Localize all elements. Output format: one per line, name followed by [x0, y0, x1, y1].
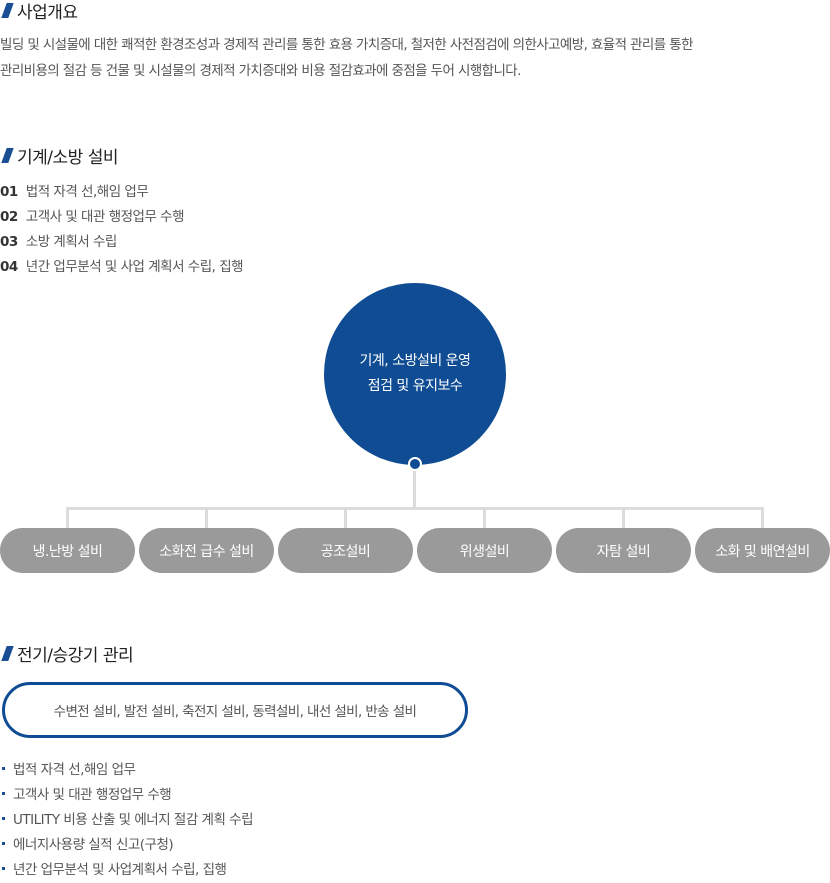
list-item: 02 고객사 및 대관 행정업무 수행: [0, 205, 243, 230]
branch-hydrant: 소화전 급수 설비: [139, 528, 274, 573]
item-text: 년간 업무분석 및 사업계획서 수립, 집행: [13, 862, 227, 878]
bullet-icon: [2, 842, 5, 845]
list-item: 년간 업무분석 및 사업계획서 수립, 집행: [0, 858, 253, 883]
item-text: 에너지사용량 실적 신고(구청): [13, 837, 174, 853]
connector-drop: [66, 507, 69, 529]
center-circle: 기계, 소방설비 운영 점검 및 유지보수: [324, 283, 506, 465]
overview-line-2: 관리비용의 절감 등 건물 및 시설물의 경제적 가치증대와 비용 절감효과에 …: [0, 63, 521, 79]
item-text: 년간 업무분석 및 사업 계획서 수립, 집행: [25, 259, 244, 275]
center-line-2: 점검 및 유지보수: [367, 378, 463, 394]
connector-drop: [622, 507, 625, 529]
electrical-title: 전기/승강기 관리: [17, 646, 134, 666]
overview-title: 사업개요: [17, 3, 78, 23]
mechanical-task-list: 01 법적 자격 선,해임 업무 02 고객사 및 대관 행정업무 수행 03 소방 …: [0, 180, 244, 280]
bullet-icon: [2, 792, 5, 795]
list-item: 고객사 및 대관 행정업무 수행: [0, 783, 253, 808]
overview-line-1: 빌딩 및 시설물에 대한 쾌적한 환경조성과 경제적 관리를 통한 효용 가치증…: [0, 37, 694, 53]
bullet-icon: [2, 767, 5, 770]
overview-text: 빌딩 및 시설물에 대한 쾌적한 환경조성과 경제적 관리를 통한 효용 가치증…: [0, 32, 830, 84]
mechanical-heading: 기계/소방 설비: [0, 143, 118, 168]
item-number: 01: [0, 184, 18, 200]
bullet-icon: [2, 867, 5, 870]
item-text: 고객사 및 대관 행정업무 수행: [13, 787, 172, 803]
slash-icon: [1, 148, 14, 163]
connector-drop: [483, 507, 486, 529]
item-number: 04: [0, 259, 18, 275]
item-number: 02: [0, 209, 18, 225]
center-line-1: 기계, 소방설비 운영: [359, 353, 471, 369]
connector-trunk: [413, 465, 416, 508]
bullet-icon: [2, 817, 5, 820]
branch-hvac: 냉.난방 설비: [0, 528, 135, 573]
mechanical-title: 기계/소방 설비: [17, 148, 118, 168]
branch-smoke-exhaust: 소화 및 배연설비: [695, 528, 830, 573]
electrical-scope-box: 수변전 설비, 발전 설비, 축전지 설비, 동력설비, 내선 설비, 반송 설…: [2, 682, 468, 738]
item-text: 법적 자격 선,해임 업무: [13, 762, 136, 778]
slash-icon: [1, 646, 14, 661]
connector-dot: [408, 457, 422, 471]
item-text: UTILITY 비용 산출 및 에너지 절감 계획 수립: [13, 812, 254, 828]
list-item: 에너지사용량 실적 신고(구청): [0, 833, 253, 858]
item-number: 03: [0, 234, 18, 250]
slash-icon: [1, 3, 14, 18]
connector-horizontal: [66, 507, 764, 510]
connector-drop: [344, 507, 347, 529]
list-item: 01 법적 자격 선,해임 업무: [0, 180, 243, 205]
list-item: UTILITY 비용 산출 및 에너지 절감 계획 수립: [0, 808, 254, 833]
branch-fire-detection: 자탐 설비: [556, 528, 691, 573]
list-item: 04 년간 업무분석 및 사업 계획서 수립, 집행: [0, 255, 244, 280]
item-text: 소방 계획서 수립: [25, 234, 118, 250]
list-item: 03 소방 계획서 수립: [0, 230, 243, 255]
electrical-task-list: 법적 자격 선,해임 업무 고객사 및 대관 행정업무 수행 UTILITY 비…: [0, 758, 254, 883]
item-text: 법적 자격 선,해임 업무: [25, 184, 149, 200]
branch-air-conditioning: 공조설비: [278, 528, 413, 573]
electrical-heading: 전기/승강기 관리: [0, 641, 134, 666]
overview-heading: 사업개요: [0, 0, 78, 23]
list-item: 법적 자격 선,해임 업무: [0, 758, 253, 783]
connector-drop: [761, 507, 764, 529]
connector-drop: [205, 507, 208, 529]
branch-sanitary: 위생설비: [417, 528, 552, 573]
item-text: 고객사 및 대관 행정업무 수행: [25, 209, 185, 225]
